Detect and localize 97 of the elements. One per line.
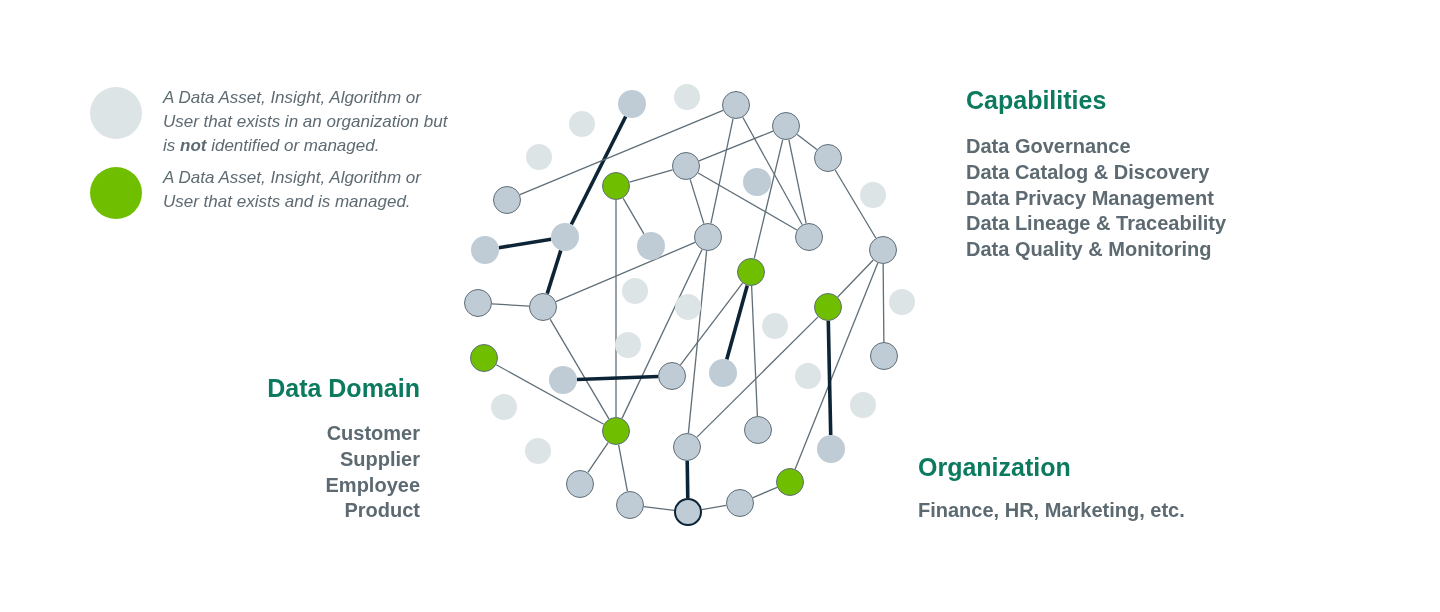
node-circle xyxy=(814,144,842,172)
connector-line xyxy=(701,504,727,511)
node-circle xyxy=(674,498,702,526)
node-circle xyxy=(743,168,771,196)
managed-circle xyxy=(602,172,630,200)
connector-line xyxy=(710,118,734,224)
connector-line xyxy=(696,316,819,438)
managed-circle xyxy=(470,344,498,372)
connector-line xyxy=(796,133,818,151)
connector-line xyxy=(621,249,703,419)
node-circle xyxy=(551,223,579,251)
list-item: Employee xyxy=(325,473,420,498)
list-item: Data Quality & Monitoring xyxy=(966,237,1212,262)
connector-line xyxy=(752,486,778,499)
connector-line xyxy=(545,249,563,295)
node-circle xyxy=(726,489,754,517)
list-item: Data Governance xyxy=(966,134,1131,159)
unmanaged-circle xyxy=(526,144,552,170)
list-item: Data Catalog & Discovery xyxy=(966,160,1210,185)
list-item: Customer xyxy=(326,421,420,446)
node-circle xyxy=(566,470,594,498)
node-circle xyxy=(464,289,492,317)
legend-text: A Data Asset, Insight, Algorithm or User that exists in an organization but is not identified or managed. xyxy=(163,87,448,157)
connector-line xyxy=(622,197,645,235)
connector-line xyxy=(643,506,675,511)
managed-circle xyxy=(814,293,842,321)
connector-line xyxy=(679,282,744,366)
node-circle xyxy=(672,152,700,180)
node-circle xyxy=(817,435,845,463)
node-circle xyxy=(870,342,898,370)
connector-line xyxy=(698,130,774,162)
node-circle xyxy=(744,416,772,444)
list-item: Data Lineage & Traceability xyxy=(966,211,1227,236)
connector-line xyxy=(519,109,724,196)
connector-line xyxy=(753,138,784,260)
connector-line xyxy=(697,172,798,231)
list-item: Product xyxy=(344,498,420,523)
connector-line xyxy=(837,259,874,298)
unmanaged-circle xyxy=(795,363,821,389)
list-item: Finance, HR, Marketing, etc. xyxy=(918,498,1185,523)
unmanaged-circle xyxy=(569,111,595,137)
node-circle xyxy=(869,236,897,264)
unmanaged-circle xyxy=(525,438,551,464)
connector-line xyxy=(576,374,659,382)
connector-line xyxy=(834,169,877,239)
node-circle xyxy=(471,236,499,264)
unmanaged-circle xyxy=(674,84,700,110)
node-circle xyxy=(694,223,722,251)
list-item: Supplier xyxy=(340,447,420,472)
node-circle xyxy=(658,362,686,390)
section-heading: Capabilities xyxy=(966,86,1107,115)
unmanaged-circle xyxy=(762,313,788,339)
section-heading: Organization xyxy=(918,453,1071,482)
connector-line xyxy=(826,320,833,436)
connector-line xyxy=(615,199,617,418)
node-circle xyxy=(722,91,750,119)
connector-line xyxy=(750,285,759,417)
node-circle xyxy=(637,232,665,260)
connector-line xyxy=(587,441,609,474)
node-circle xyxy=(529,293,557,321)
connector-line xyxy=(555,241,696,303)
connector-line xyxy=(689,178,705,225)
unmanaged-circle xyxy=(889,289,915,315)
list-item: Data Privacy Management xyxy=(966,186,1214,211)
node-circle xyxy=(493,186,521,214)
unmanaged-circle xyxy=(860,182,886,208)
section-heading: Data Domain xyxy=(267,374,420,403)
node-circle xyxy=(616,491,644,519)
unmanaged-circle xyxy=(622,278,648,304)
node-circle xyxy=(618,90,646,118)
connector-line xyxy=(788,139,807,224)
connector-line xyxy=(549,318,610,420)
connector-line xyxy=(498,237,552,250)
unmanaged-circle xyxy=(491,394,517,420)
node-circle xyxy=(795,223,823,251)
connector-line xyxy=(617,444,629,492)
connector-line xyxy=(628,169,674,183)
node-circle xyxy=(673,433,701,461)
connector-line xyxy=(725,285,749,360)
connector-line xyxy=(742,116,803,226)
managed-circle xyxy=(776,468,804,496)
node-circle xyxy=(772,112,800,140)
managed-circle xyxy=(737,258,765,286)
connector-line xyxy=(794,262,879,470)
unmanaged-circle xyxy=(615,332,641,358)
connector-line xyxy=(569,115,628,226)
node-circle xyxy=(709,359,737,387)
node-circle xyxy=(549,366,577,394)
connector-line xyxy=(495,364,605,425)
managed-circle xyxy=(602,417,630,445)
connector-line xyxy=(491,303,530,307)
legend-text: A Data Asset, Insight, Algorithm or User that exists and is managed. xyxy=(163,167,423,213)
unmanaged-circle xyxy=(675,294,701,320)
unmanaged-circle xyxy=(850,392,876,418)
connector-line xyxy=(685,460,690,499)
connector-line xyxy=(687,250,708,434)
connector-line xyxy=(882,263,885,343)
